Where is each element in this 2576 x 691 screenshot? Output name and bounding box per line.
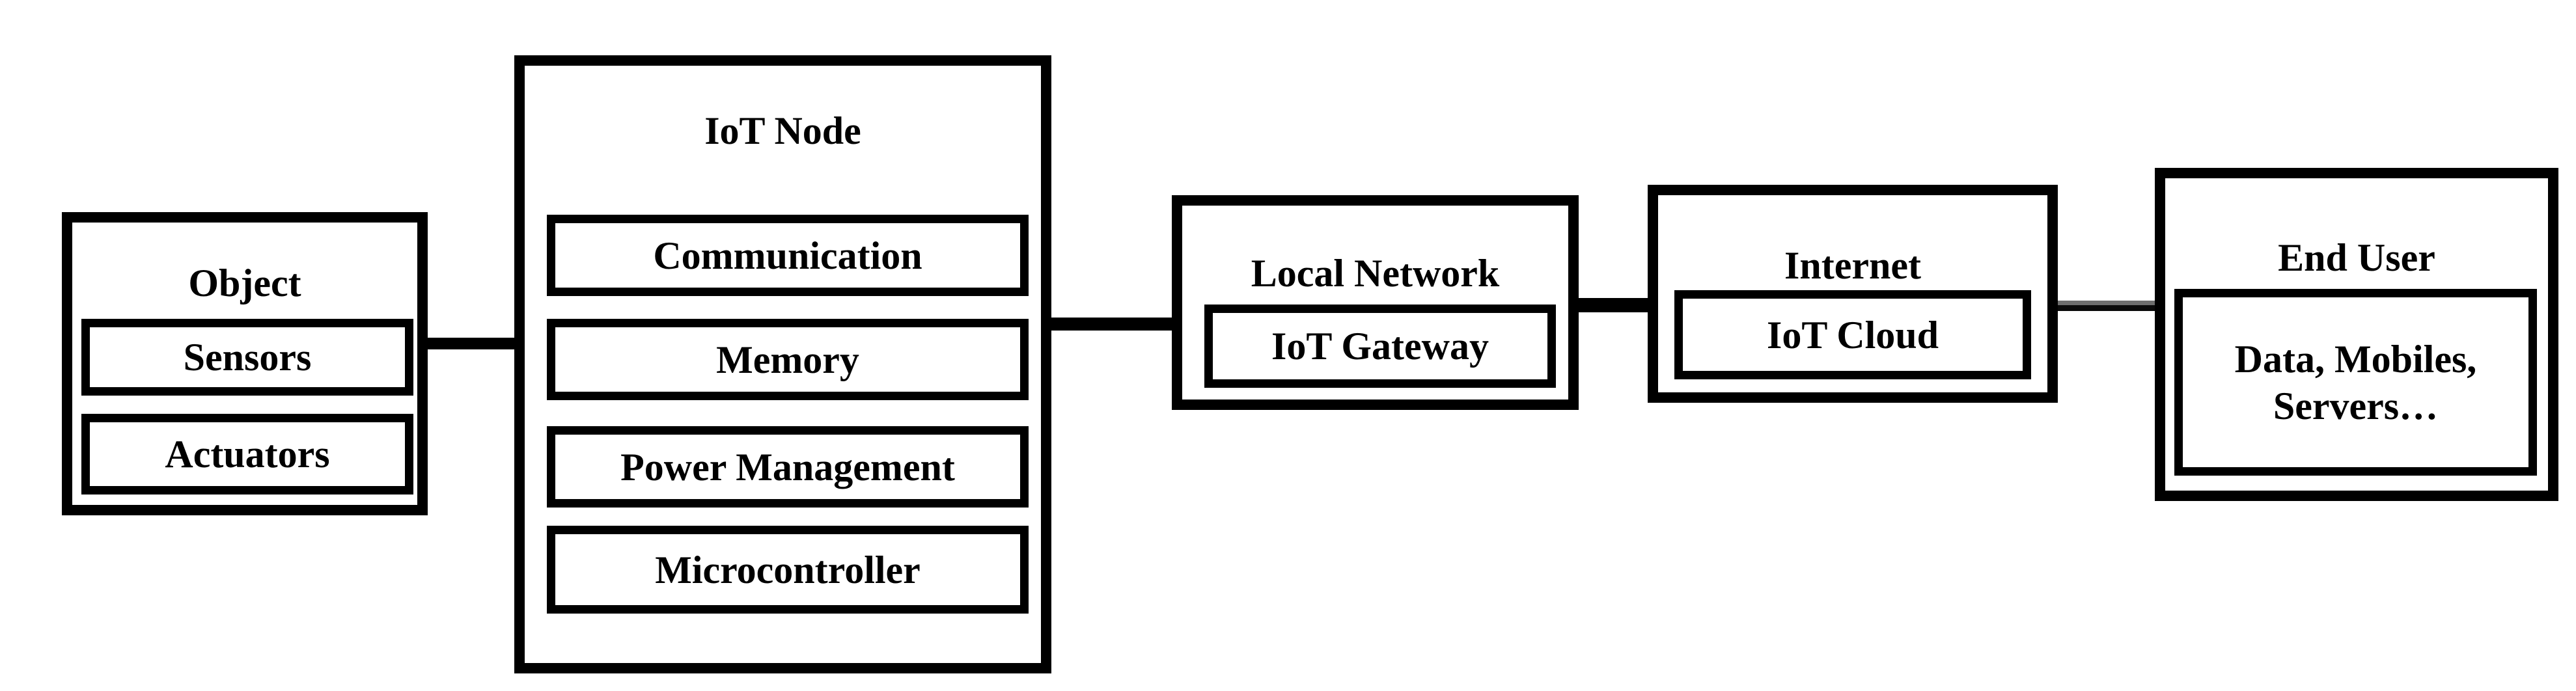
end-user-devices-line-1: Data, Mobiles, xyxy=(2234,337,2477,381)
communication-label: Communication xyxy=(653,234,922,277)
node-local-network: Local Network IoT Gateway xyxy=(1172,195,1579,410)
end-user-devices-line-2: Servers… xyxy=(2273,384,2439,427)
connector-localnetwork-internet xyxy=(1572,298,1657,312)
sensors-box: Sensors xyxy=(81,319,413,396)
node-internet: Internet IoT Cloud xyxy=(1648,185,2058,403)
communication-box: Communication xyxy=(547,215,1029,296)
iot-cloud-box: IoT Cloud xyxy=(1674,290,2031,379)
internet-title: Internet xyxy=(1784,244,1921,287)
connector-object-iotnode xyxy=(420,338,527,349)
iot-cloud-label: IoT Cloud xyxy=(1766,313,1939,357)
actuators-box: Actuators xyxy=(81,414,413,495)
power-management-label: Power Management xyxy=(620,445,955,489)
iot-gateway-label: IoT Gateway xyxy=(1271,325,1489,368)
connector-internet-enduser xyxy=(2051,301,2165,311)
end-user-title: End User xyxy=(2278,236,2435,279)
connector-iotnode-localnetwork xyxy=(1045,318,1178,331)
sensors-label: Sensors xyxy=(183,336,312,379)
object-title: Object xyxy=(188,262,301,305)
power-management-box: Power Management xyxy=(547,426,1029,508)
node-object: Object Sensors Actuators xyxy=(62,212,428,515)
end-user-devices-box: Data, Mobiles, Servers… xyxy=(2174,289,2537,476)
node-end-user: End User Data, Mobiles, Servers… xyxy=(2155,168,2558,501)
iot-node-title: IoT Node xyxy=(704,109,861,152)
local-network-title: Local Network xyxy=(1251,252,1500,295)
microcontroller-label: Microcontroller xyxy=(655,548,921,591)
microcontroller-box: Microcontroller xyxy=(547,526,1029,614)
actuators-label: Actuators xyxy=(165,433,330,476)
node-iot-node: IoT Node Communication Memory Power Mana… xyxy=(514,55,1051,673)
memory-box: Memory xyxy=(547,319,1029,400)
iot-gateway-box: IoT Gateway xyxy=(1204,305,1556,388)
memory-label: Memory xyxy=(716,338,859,381)
